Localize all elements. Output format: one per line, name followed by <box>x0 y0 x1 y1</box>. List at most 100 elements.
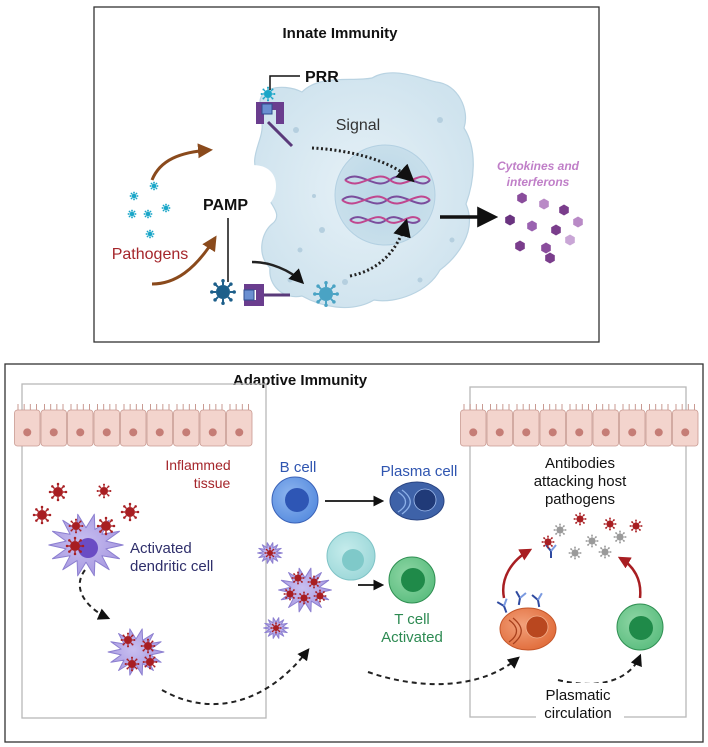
epithelial-nucleus <box>155 428 164 437</box>
epithelial-cell <box>67 409 94 447</box>
internalized-pathogen-icon <box>313 281 339 307</box>
pathogen-icon <box>161 203 171 213</box>
epithelium-left <box>14 404 253 447</box>
epithelial-cell <box>199 409 226 447</box>
t-cell-nucleus <box>401 568 425 592</box>
red-pathogen-icon <box>65 536 85 556</box>
pamp-label: PAMP <box>203 197 248 214</box>
effector-plasma-er <box>508 617 522 645</box>
red-pathogen-icon <box>313 589 327 603</box>
neutralized-pathogen-icon <box>568 546 582 560</box>
epithelial-nucleus <box>654 428 663 437</box>
cytokine-icon <box>515 240 525 252</box>
red-pathogen-icon <box>96 516 116 536</box>
neutralized-pathogen-icon <box>585 534 599 548</box>
dendritic-migration-arrow <box>78 569 111 620</box>
prr-pointer <box>269 75 300 90</box>
red-pathogen-icon <box>124 656 140 672</box>
epithelial-nucleus <box>495 428 504 437</box>
epithelial-cell <box>226 409 253 447</box>
red-pathogen-icon <box>264 547 276 559</box>
red-pathogen-icon <box>142 654 158 670</box>
red-pathogen-icon <box>140 638 156 654</box>
epithelial-nucleus <box>522 428 531 437</box>
pathogen-arrow-top <box>150 143 213 181</box>
innate-particles <box>127 86 583 307</box>
red-pathogen-icon <box>283 587 297 601</box>
red-pathogen-icon <box>48 482 68 502</box>
cytokines-label-1: Cytokines and <box>497 159 580 173</box>
pamp-pathogen-icon <box>210 279 236 305</box>
neutralized-pathogen-icon <box>598 545 612 559</box>
antibody-icon <box>496 598 508 613</box>
red-pathogen-icon <box>297 591 311 605</box>
epithelial-nucleus <box>49 428 58 437</box>
pathogen-arrow-bottom <box>151 235 217 286</box>
cytokine-icon <box>551 224 561 236</box>
antibody-release-arrow <box>501 548 533 599</box>
epithelial-nucleus <box>575 428 584 437</box>
effector-plasma-nucleus <box>525 615 549 639</box>
circulation-arrow-1 <box>367 656 520 686</box>
cell-vesicles <box>287 117 455 285</box>
epithelial-cell <box>146 409 173 447</box>
plasma-nucleus <box>413 488 437 512</box>
signal-arrow-bottom <box>349 218 411 278</box>
red-pathogen-icon <box>68 518 84 534</box>
pathogen-icon <box>129 191 139 201</box>
red-pathogen-icon <box>270 622 282 634</box>
cytokine-icon <box>559 204 569 216</box>
pathogen-icon <box>149 181 159 191</box>
neutralized-pathogen-icon <box>553 523 567 537</box>
cytokine-icon <box>545 252 555 264</box>
epithelial-nucleus <box>601 428 610 437</box>
epithelial-cell <box>539 409 566 447</box>
epithelial-cell <box>14 409 41 447</box>
circulation-arrow-2 <box>557 653 642 685</box>
epithelial-cell <box>619 409 646 447</box>
dendritic-label-1: Activated <box>130 540 192 557</box>
b-cell-label: B cell <box>280 459 317 476</box>
cytokine-icon <box>505 214 515 226</box>
prr-label: PRR <box>305 69 339 86</box>
pathogens-label: Pathogens <box>112 246 189 263</box>
epithelial-nucleus <box>129 428 138 437</box>
red-pathogen-icon <box>120 632 136 648</box>
cytokine-icon <box>541 242 551 254</box>
red-pathogen-icon <box>629 519 643 533</box>
epithelial-cell <box>40 409 67 447</box>
adaptive-particles <box>32 482 643 676</box>
b-cell-nucleus <box>285 488 309 512</box>
t-cell-label-1: T cell <box>394 611 430 628</box>
epithelial-nucleus <box>208 428 217 437</box>
dendritic-label-2: dendritic cell <box>130 558 213 575</box>
inflamed-label-2: tissue <box>194 475 231 491</box>
epithelial-nucleus <box>23 428 32 437</box>
cytokine-icon <box>565 234 575 246</box>
red-pathogen-icon <box>573 512 587 526</box>
cytokine-icon <box>573 216 583 228</box>
epithelial-cell <box>592 409 619 447</box>
epithelial-cell <box>513 409 540 447</box>
epithelial-cell <box>486 409 513 447</box>
neutralized-pathogen-icon <box>613 530 627 544</box>
epithelium-right <box>460 404 699 447</box>
prr-receptor-top <box>256 102 294 148</box>
bound-pathogen-top-icon <box>260 86 276 102</box>
adaptive-title: Adaptive Immunity <box>233 372 368 389</box>
circulation-label-bg <box>536 683 624 723</box>
t-cell-label-2: Activated <box>381 629 443 646</box>
red-pathogen-icon <box>603 517 617 531</box>
signal-label: Signal <box>336 117 380 134</box>
red-pathogen-icon <box>120 502 140 522</box>
naive-t-cell-nucleus <box>342 549 364 571</box>
cytokine-icon <box>517 192 527 204</box>
antibody-icon <box>515 590 527 606</box>
antibodies-label-1: Antibodies <box>545 455 615 472</box>
cell-nucleus <box>334 144 436 246</box>
dna-strands <box>341 175 431 224</box>
epithelial-cell <box>93 409 120 447</box>
red-pathogen-icon <box>96 483 112 499</box>
epithelial-nucleus <box>681 428 690 437</box>
pathogen-icon <box>127 209 137 219</box>
